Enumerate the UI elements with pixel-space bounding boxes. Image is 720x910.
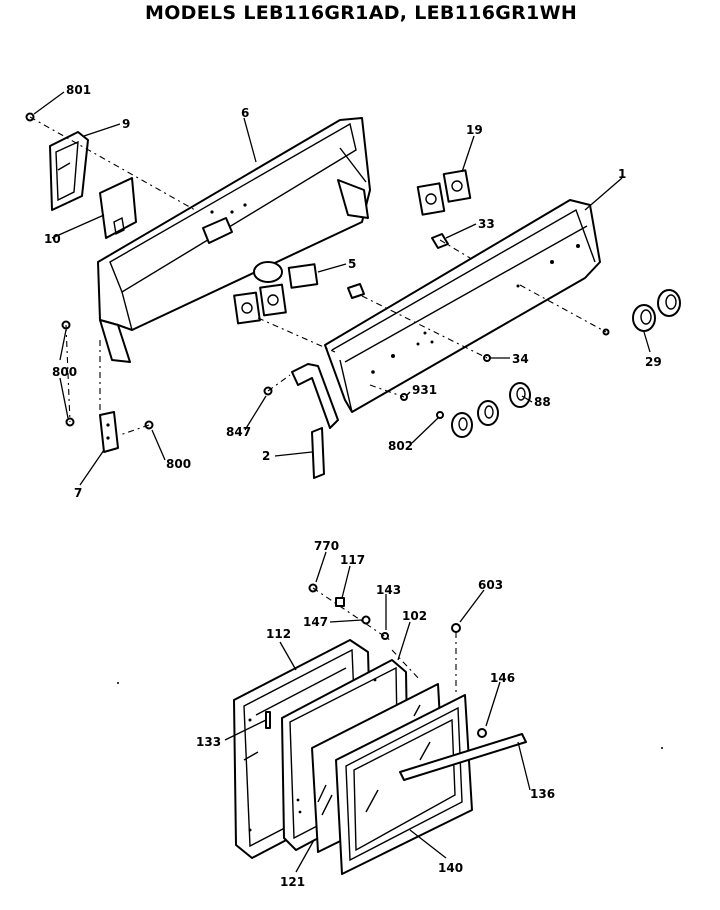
callout-603: 603	[478, 578, 503, 592]
callout-102: 102	[402, 609, 427, 623]
callout-1: 1	[618, 167, 626, 181]
callout-112: 112	[266, 627, 291, 641]
callout-7: 7	[74, 486, 82, 500]
diagram-title: MODELS LEB116GR1AD, LEB116GR1WH	[145, 2, 578, 24]
part-7-side-strip	[99, 411, 119, 453]
part-29-knobs	[632, 289, 681, 332]
callout-121: 121	[280, 875, 305, 889]
part-2-bracket	[291, 363, 339, 479]
part-88-knobs	[451, 382, 531, 438]
callout-10: 10	[44, 232, 61, 246]
callout-147: 147	[303, 615, 328, 629]
callout-19: 19	[466, 123, 483, 137]
part-33-clip	[431, 233, 449, 249]
callout-88: 88	[534, 395, 551, 409]
part-19-switches	[416, 169, 472, 216]
print-speck	[117, 682, 119, 684]
leader-lines-lower	[224, 551, 531, 873]
part-6-rear-panel-housing	[97, 117, 371, 363]
callout-931: 931	[412, 383, 437, 397]
part-5-switch-assembly	[233, 261, 319, 325]
callout-801: 801	[66, 83, 91, 97]
callout-133: 133	[196, 735, 221, 749]
callout-136: 136	[530, 787, 555, 801]
callout-140: 140	[438, 861, 463, 875]
callout-9: 9	[122, 117, 130, 131]
leader-lines-upper	[33, 91, 651, 486]
part-1-control-panel	[324, 199, 601, 413]
clip-part	[347, 283, 365, 299]
part-10-bracket	[99, 177, 137, 239]
callout-117: 117	[340, 553, 365, 567]
print-speck	[661, 747, 663, 749]
callout-847: 847	[226, 425, 251, 439]
callout-34: 34	[512, 352, 529, 366]
callout-800-left: 800	[52, 365, 77, 379]
part-9-bracket	[49, 131, 89, 211]
part-140-door-frame	[335, 694, 473, 875]
callout-labels: 801 9 6 19 1 10 33 5 800 800 7 29 34 847…	[44, 83, 662, 889]
callout-800-right: 800	[166, 457, 191, 471]
callout-33: 33	[478, 217, 495, 231]
callout-6: 6	[241, 106, 249, 120]
callout-29: 29	[645, 355, 662, 369]
callout-2: 2	[262, 449, 270, 463]
part-136-door-handle	[399, 733, 527, 781]
callout-802: 802	[388, 439, 413, 453]
assembly-lines-lower	[312, 587, 457, 696]
callout-146: 146	[490, 671, 515, 685]
callout-5: 5	[348, 257, 356, 271]
callout-143: 143	[376, 583, 401, 597]
callout-770: 770	[314, 539, 339, 553]
assembly-lines-upper	[29, 116, 607, 436]
